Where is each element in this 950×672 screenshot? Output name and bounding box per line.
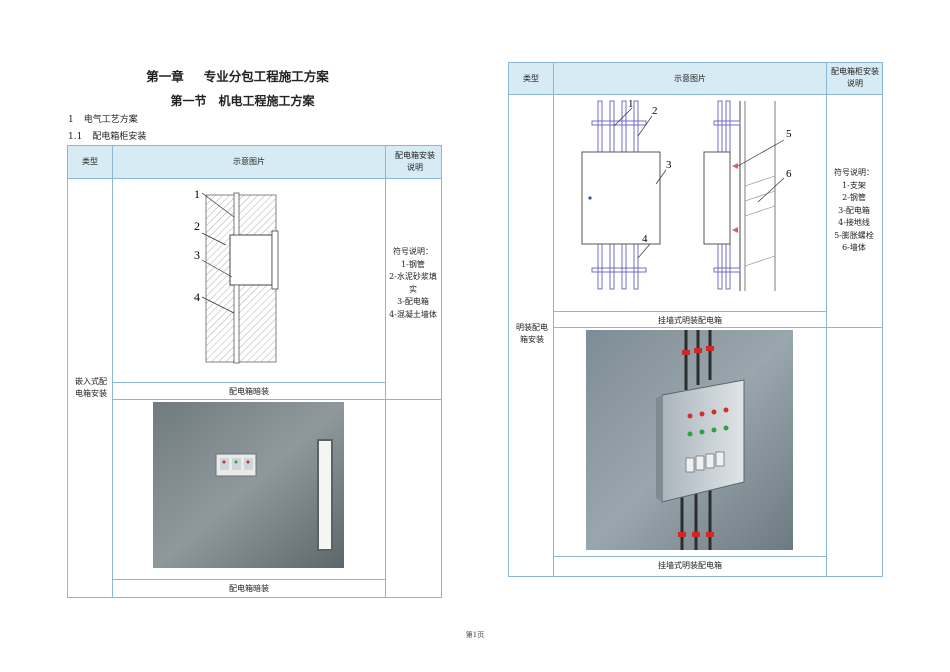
left-col-image: 示意图片 xyxy=(233,157,265,166)
left-legend: 符号说明： 1-钢管 2-水泥砂浆填实 3-配电箱 4-混凝土墙体 xyxy=(389,247,437,319)
embedded-label-2: 2 xyxy=(194,219,200,233)
embedded-label-4: 4 xyxy=(194,290,200,304)
right-col-type: 类型 xyxy=(523,74,539,83)
surface-label-2: 2 xyxy=(652,105,658,117)
surface-label-1: 1 xyxy=(628,98,634,110)
right-legend: 符号说明： 1-支架 2-钢管 3-配电箱 4-接地线 5-膨胀螺栓 6-墙体 xyxy=(834,168,874,252)
embedded-box-diagram: 1 2 3 4 xyxy=(194,187,279,364)
left-row-type: 嵌入式配电箱安装 xyxy=(75,377,107,398)
right-caption-2: 挂墙式明装配电箱 xyxy=(658,561,722,570)
surface-label-3: 3 xyxy=(666,159,672,171)
left-caption-2: 配电箱暗装 xyxy=(229,584,269,593)
chapter-title: 第一章专业分包工程施工方案 xyxy=(146,69,329,84)
page-number: 第1页 xyxy=(465,631,485,639)
left-col-type: 类型 xyxy=(82,157,98,166)
surface-mount-diagram: 1 2 3 4 5 6 xyxy=(581,98,792,291)
right-col-desc: 配电箱柜安装说明 xyxy=(831,67,879,88)
embedded-box-render-image xyxy=(153,402,344,568)
left-table: 类型 示意图片 配电箱安装说明 嵌入式配电箱安装 配电箱暗装 配电箱暗装 符号说… xyxy=(67,145,442,598)
embedded-label-3: 3 xyxy=(194,248,200,262)
right-table: 类型 示意图片 配电箱柜安装说明 明装配电箱安装 挂墙式明装配电箱 挂墙式明装配… xyxy=(508,62,883,577)
left-caption-1: 配电箱暗装 xyxy=(229,387,269,396)
left-col-desc: 配电箱安装说明 xyxy=(395,151,435,172)
right-row-type: 明装配电箱安装 xyxy=(516,323,548,344)
embedded-label-1: 1 xyxy=(194,187,200,201)
surface-mount-render-image xyxy=(586,330,793,550)
section-title: 第一节机电工程施工方案 xyxy=(170,94,315,108)
right-col-image: 示意图片 xyxy=(674,74,706,83)
surface-label-4: 4 xyxy=(642,233,648,245)
surface-label-5: 5 xyxy=(786,128,792,140)
surface-label-6: 6 xyxy=(786,168,792,180)
right-caption-1: 挂墙式明装配电箱 xyxy=(658,316,722,325)
